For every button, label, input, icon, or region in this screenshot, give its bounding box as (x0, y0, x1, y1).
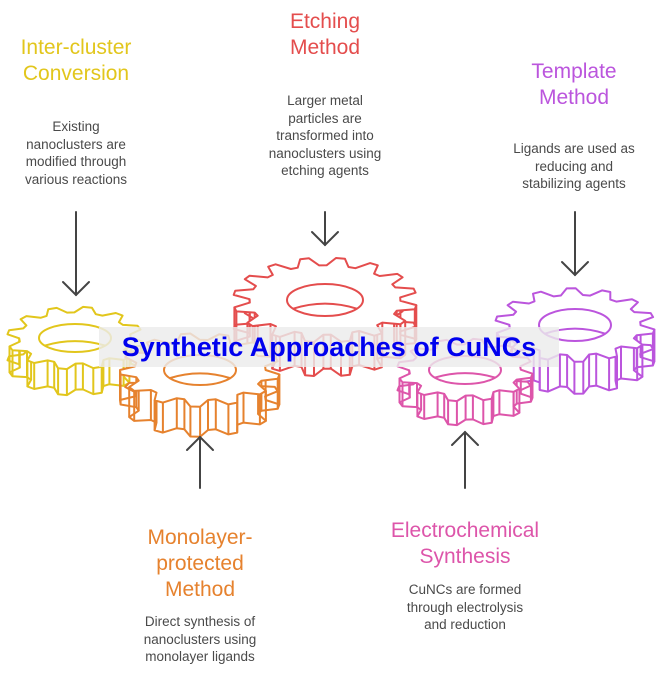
label-template: Template Method Ligands are used as redu… (494, 59, 654, 191)
description-monolayer: Direct synthesis of nanoclusters using m… (143, 614, 257, 664)
label-electrochemical: Electrochemical Synthesis CuNCs are form… (370, 518, 560, 632)
gear-hole-inner (169, 372, 231, 380)
heading-template: Template Method (531, 60, 617, 109)
gear-hole-inner (434, 372, 496, 379)
label-etching: Etching Method Larger metal particles ar… (245, 9, 405, 178)
gear-hole-inner (292, 302, 358, 310)
arrow-up-monolayer (186, 435, 214, 489)
arrow-up-electrochemical (451, 430, 479, 489)
arrow-head (186, 435, 214, 451)
heading-inter-cluster: Inter-cluster Conversion (20, 36, 132, 85)
arrow-head (451, 430, 479, 446)
gear-hole (538, 308, 612, 342)
heading-electrochemical: Electrochemical Synthesis (390, 519, 540, 568)
arrow-head (561, 261, 589, 277)
description-etching: Larger metal particles are transformed i… (268, 93, 382, 178)
gear-hole (286, 283, 364, 317)
label-inter-cluster: Inter-cluster Conversion Existing nanocl… (0, 35, 152, 187)
title-band (99, 327, 559, 367)
arrow-down-template (561, 211, 589, 277)
diagram-title: Synthetic Approaches of CuNCs (121, 332, 537, 362)
label-monolayer: Monolayer- protected Method Direct synth… (120, 525, 280, 664)
arrow-down-etching (311, 211, 339, 247)
description-inter-cluster: Existing nanoclusters are modified throu… (24, 119, 128, 187)
description-template: Ligands are used as reducing and stabili… (513, 141, 635, 191)
arrow-down-inter-cluster (62, 211, 90, 297)
heading-monolayer: Monolayer- protected Method (147, 526, 253, 601)
description-electrochemical: CuNCs are formed through electrolysis an… (406, 582, 524, 632)
arrow-head (62, 281, 90, 297)
arrow-head (311, 231, 339, 247)
heading-etching: Etching Method (289, 10, 361, 59)
